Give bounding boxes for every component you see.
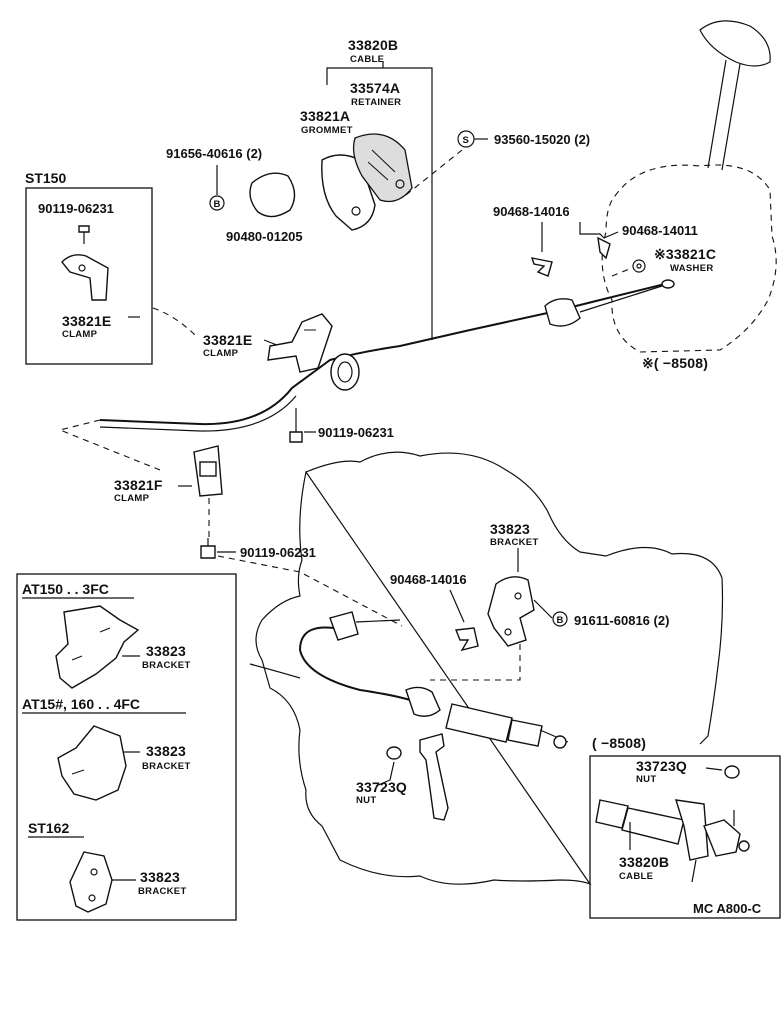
bolt-b-marker xyxy=(209,195,225,211)
variant-1-part-number: 33823 xyxy=(146,643,186,659)
variant-2-caption: BRACKET xyxy=(142,761,191,772)
inset-st150-bolt-label: 90119-06231 xyxy=(38,201,114,216)
inset-early-nut-part-number: 33723Q xyxy=(636,758,687,774)
clamp-e-part-number: 33821E xyxy=(203,332,252,348)
shift-lever-housing xyxy=(601,20,777,353)
bolt-b-letter: B xyxy=(214,199,221,210)
nut-main xyxy=(386,746,402,760)
inset-early-cable-part-number: 33820B xyxy=(619,854,669,870)
inset-st150-title: ST150 xyxy=(25,170,66,186)
plug-part-number: 90480-01205 xyxy=(226,229,303,244)
inset-early-cable-caption: CABLE xyxy=(619,871,653,882)
clip-lower-label: 90468-14016 xyxy=(390,572,467,587)
clamp-f-part-number: 33821F xyxy=(114,477,163,493)
cable-part-number: 33820B xyxy=(348,37,398,53)
inset-st150-clamp-part-number: 33821E xyxy=(62,313,111,329)
bolt-91611-label: 91611-60816 (2) xyxy=(574,613,669,628)
cable-caption: CABLE xyxy=(350,54,384,65)
variant-3-caption: BRACKET xyxy=(138,886,187,897)
variant-1-title: AT150 . . 3FC xyxy=(22,581,109,597)
bolt-90119-mid-label: 90119-06231 xyxy=(318,425,394,440)
inset-st150-clamp xyxy=(61,254,109,301)
clamp-e-caption: CLAMP xyxy=(203,348,239,359)
variant-3-part-number: 33823 xyxy=(140,869,180,885)
date-note-lower: ( −8508) xyxy=(592,735,646,751)
inset-st150-bolt xyxy=(78,225,90,244)
bolt-90119-lower-label: 90119-06231 xyxy=(240,545,316,560)
transmission-case xyxy=(255,451,724,886)
grommet-part-number: 33821A xyxy=(300,108,350,124)
clip-top xyxy=(530,257,553,277)
bracket-main-part-number: 33823 xyxy=(490,521,530,537)
variant-1-bracket xyxy=(55,605,140,689)
variant-3-title: ST162 xyxy=(28,820,69,836)
inset-early-cable xyxy=(595,799,750,883)
bolt-b-letter-lower: B xyxy=(557,615,564,626)
clip-90468-14011-label: 90468-14011 xyxy=(622,223,698,238)
grommet-caption: GROMMET xyxy=(301,125,353,136)
variant-2-part-number: 33823 xyxy=(146,743,186,759)
pin-s-letter: S xyxy=(463,135,470,146)
bolt-mid xyxy=(289,408,303,443)
bolt-b-marker-lower xyxy=(552,611,568,627)
transmission-cable xyxy=(298,611,569,749)
shift-cable xyxy=(58,279,675,471)
variant-2-title: AT15#, 160 . . 4FC xyxy=(22,696,140,712)
grommet-retainer-parts xyxy=(321,133,413,231)
clip-lower xyxy=(455,627,479,652)
figure-reference-code: MC A800-C xyxy=(693,901,762,916)
bolt-91656-label: 91656-40616 (2) xyxy=(166,146,262,161)
inset-st150-clamp-caption: CLAMP xyxy=(62,329,98,340)
washer-caption: WASHER xyxy=(670,263,714,274)
clamp-f-caption: CLAMP xyxy=(114,493,150,504)
bracket-main-caption: BRACKET xyxy=(490,537,539,548)
inset-variants-frame xyxy=(16,573,237,921)
nut-main-part-number: 33723Q xyxy=(356,779,407,795)
variant-2-bracket xyxy=(57,725,127,801)
clip-90468-14016-label: 90468-14016 xyxy=(493,204,570,219)
retainer-caption: RETAINER xyxy=(351,97,401,108)
inset-early-nut-caption: NUT xyxy=(636,774,656,785)
variant-3-bracket xyxy=(69,851,113,913)
inset-early-nut xyxy=(724,765,740,779)
nut-main-caption: NUT xyxy=(356,795,376,806)
hole-plug xyxy=(249,172,296,218)
washer xyxy=(632,259,646,273)
inset-early-frame xyxy=(589,755,781,919)
inset-st150-frame xyxy=(25,187,153,365)
bolt-lower xyxy=(200,538,216,559)
cable-label-bracket xyxy=(326,67,433,340)
date-note-top: ※( −8508) xyxy=(642,355,708,371)
bracket-main xyxy=(487,576,535,647)
washer-part-number: ※33821C xyxy=(654,246,716,262)
retainer-part-number: 33574A xyxy=(350,80,400,96)
clamp-f xyxy=(193,445,223,497)
selector-lever-arm xyxy=(419,733,449,821)
variant-1-caption: BRACKET xyxy=(142,660,191,671)
clamp-e xyxy=(267,313,333,373)
pin-93560-label: 93560-15020 (2) xyxy=(494,132,590,147)
